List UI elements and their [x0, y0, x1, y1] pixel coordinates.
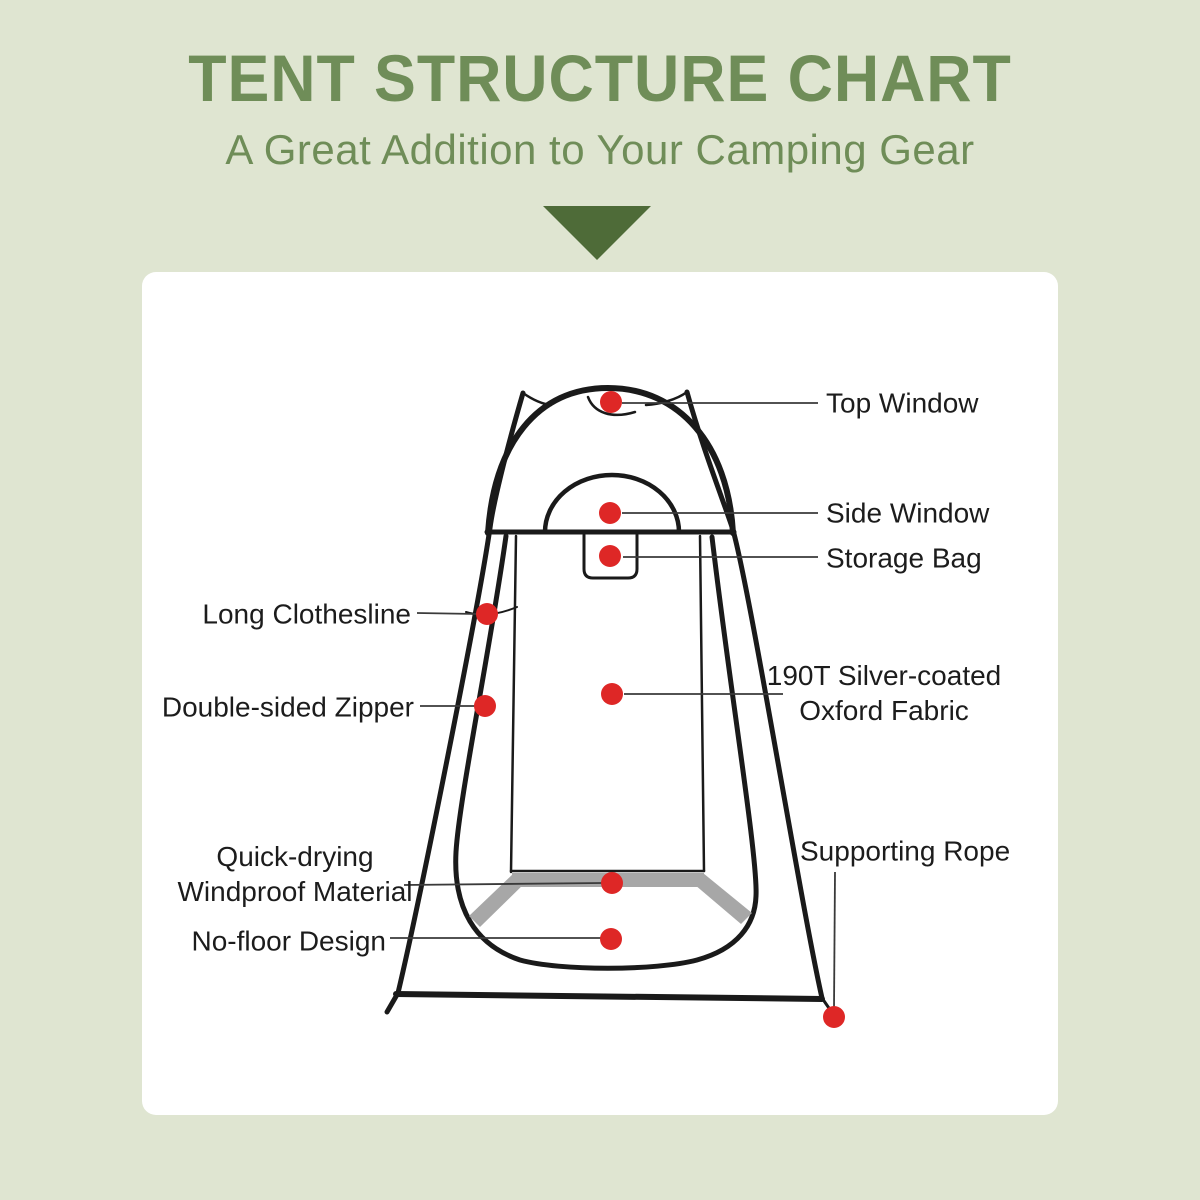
label-supporting-rope: Supporting Rope [800, 835, 1011, 867]
label-no-floor-design: No-floor Design [191, 925, 386, 957]
label-oxford-fabric: 190T Silver-coated Oxford Fabric [766, 660, 1002, 726]
label-side-window: Side Window [826, 497, 990, 529]
page-subtitle: A Great Addition to Your Camping Gear [225, 126, 975, 173]
label-storage-bag: Storage Bag [826, 542, 982, 574]
page-title: TENT STRUCTURE CHART [188, 41, 1012, 115]
label-double-sided-zipper: Double-sided Zipper [161, 691, 414, 723]
label-windproof-material: Quick-drying Windproof Material [177, 841, 413, 907]
label-top-window: Top Window [826, 387, 979, 419]
label-long-clothesline: Long Clothesline [202, 598, 411, 630]
down-arrow-icon [543, 206, 651, 260]
